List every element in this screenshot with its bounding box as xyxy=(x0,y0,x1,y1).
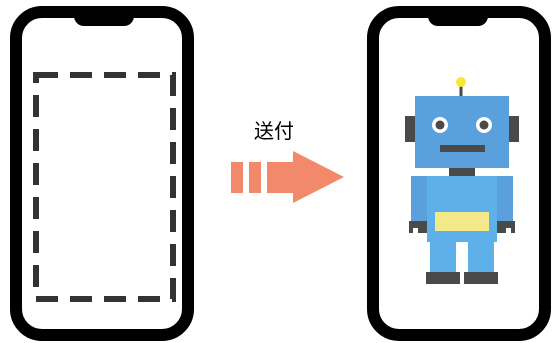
phone-notch xyxy=(74,6,134,26)
phone-notch xyxy=(428,6,488,26)
phone-frame xyxy=(10,6,194,341)
sender-phone-icon xyxy=(10,6,194,341)
robot-icon xyxy=(405,77,519,284)
arrow-label: 送付 xyxy=(254,119,294,143)
send-arrow-icon xyxy=(231,151,344,203)
dashed-placeholder xyxy=(33,72,176,302)
